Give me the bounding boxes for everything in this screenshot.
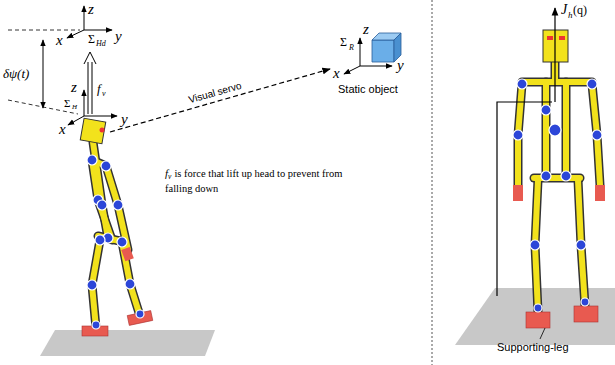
frame-name: Σ	[88, 33, 95, 45]
axis-label: y	[121, 112, 128, 127]
jacobian-subscript: h	[568, 11, 573, 20]
force-label: f	[97, 82, 101, 95]
force-subscript: v	[168, 172, 171, 181]
panel-divider	[432, 0, 433, 365]
frame-name: Σ	[340, 36, 347, 48]
jacobian-arrow	[554, 8, 555, 102]
dimension-label: δψ(t)	[3, 67, 29, 80]
jacobian-label: J	[561, 3, 567, 17]
frame-subscript: H	[72, 104, 77, 111]
axis-label: z	[88, 2, 94, 17]
axis-label: x	[56, 33, 63, 48]
force-subscript: v	[102, 90, 106, 98]
floor	[40, 330, 215, 356]
falling-robot	[80, 118, 153, 336]
standing-robot	[513, 30, 605, 328]
reference-line	[8, 30, 80, 31]
force-label: f	[165, 167, 168, 179]
dimension-arrow	[43, 40, 44, 108]
support-chain-line	[497, 102, 552, 296]
visual-servo-line	[110, 69, 330, 132]
caption-note: fvis force that lift up head to prevent …	[165, 166, 347, 196]
axis-label: z	[363, 22, 369, 37]
leader-line	[540, 328, 545, 339]
axis-label: y	[115, 29, 122, 44]
jacobian-argument: (q)	[573, 4, 587, 16]
part-label: Supporting-leg	[497, 342, 569, 353]
axis-label: y	[397, 58, 404, 73]
frame-subscript: R	[349, 44, 354, 52]
static-object-cube	[372, 33, 401, 62]
axis-label: x	[59, 122, 66, 137]
object-label: Static object	[338, 84, 398, 95]
axis-label: x	[333, 66, 340, 81]
note-text: is force that lift up head to prevent fr…	[165, 168, 342, 194]
frame-subscript: Hd	[96, 40, 106, 48]
force-arrow	[84, 52, 96, 114]
axis-label: z	[71, 80, 77, 95]
link-label: Visual servo	[186, 80, 245, 106]
frame-name: Σ	[64, 98, 70, 109]
